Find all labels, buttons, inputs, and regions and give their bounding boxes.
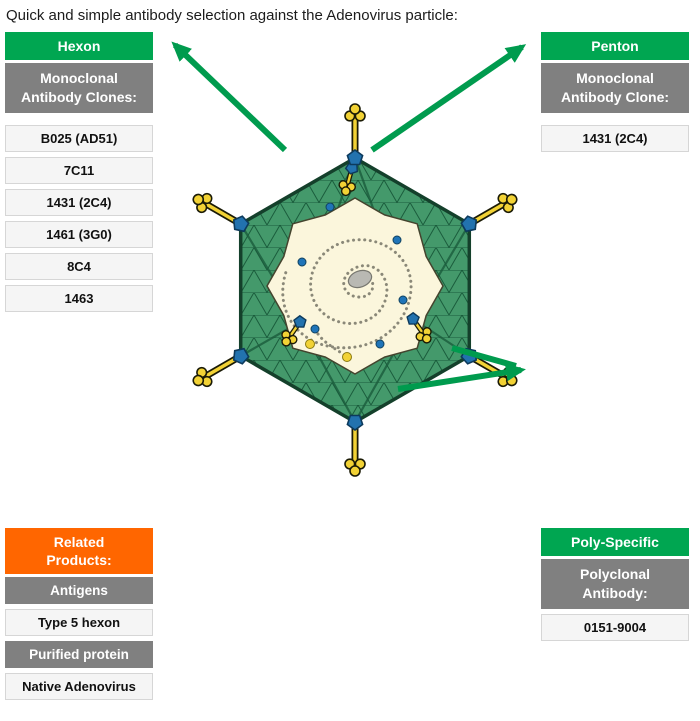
antigens-category: Antigens <box>5 577 153 605</box>
hexon-header: Hexon <box>5 32 153 61</box>
core-blue-proteins <box>297 202 408 349</box>
hexon-clone-item[interactable]: 7C11 <box>5 156 153 184</box>
core-yellow-proteins <box>305 339 352 362</box>
hexon-clone-item[interactable]: 1463 <box>5 284 153 312</box>
purified-protein-item[interactable]: Native Adenovirus <box>5 673 153 701</box>
poly-specific-panel: Poly-Specific Polyclonal Antibody: 0151-… <box>541 528 689 646</box>
page-title: Quick and simple antibody selection agai… <box>6 7 458 24</box>
viral-core <box>266 197 444 375</box>
hexon-clone-item[interactable]: 1431 (2C4) <box>5 188 153 216</box>
penton-clone-item[interactable]: 1431 (2C4) <box>541 124 689 152</box>
hexon-clone-item[interactable]: B025 (AD51) <box>5 124 153 152</box>
adenovirus-particle-drawing <box>150 90 560 488</box>
hexon-panel: Hexon Monoclonal Antibody Clones: B025 (… <box>5 32 153 317</box>
antigen-item[interactable]: Type 5 hexon <box>5 609 153 637</box>
hexon-clone-item[interactable]: 8C4 <box>5 252 153 280</box>
penton-header: Penton <box>541 32 689 61</box>
penton-subheader: Monoclonal Antibody Clone: <box>541 63 689 113</box>
hexon-subheader: Monoclonal Antibody Clones: <box>5 63 153 113</box>
purified-protein-category: Purified protein <box>5 641 153 669</box>
related-products-panel: Related Products: Antigens Type 5 hexon … <box>5 528 153 705</box>
polyclonal-antibody-item[interactable]: 0151-9004 <box>541 613 689 641</box>
hexon-clone-item[interactable]: 1461 (3G0) <box>5 220 153 248</box>
poly-specific-subheader: Polyclonal Antibody: <box>541 559 689 609</box>
penton-panel: Penton Monoclonal Antibody Clone: 1431 (… <box>541 32 689 157</box>
poly-specific-header: Poly-Specific <box>541 528 689 557</box>
related-products-header: Related Products: <box>5 528 153 575</box>
core-protein-blob <box>347 269 373 289</box>
adenovirus-illustration <box>150 90 560 488</box>
